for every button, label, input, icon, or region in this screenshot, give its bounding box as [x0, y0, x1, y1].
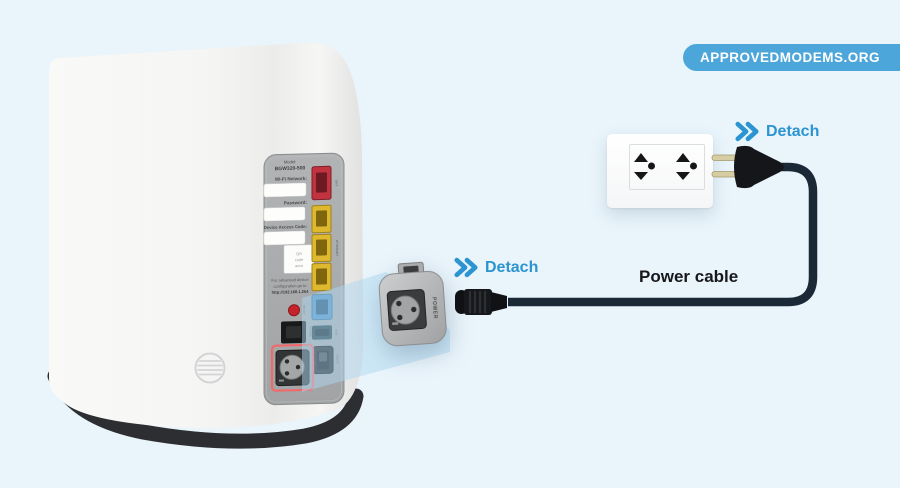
advanced-note-url: http://192.168.1.254: [272, 289, 309, 295]
wall-outlet: [607, 134, 713, 208]
svg-text:QR: QR: [296, 252, 302, 256]
device-access-strip: [263, 230, 306, 246]
rear-panel: Model: BGW320-500 Wi-Fi Network: Passwor…: [263, 152, 345, 406]
outlet-socket-right: [676, 153, 697, 180]
svg-text:RESET: RESET: [302, 305, 306, 315]
plug-prong: [711, 171, 740, 178]
barrel-connector: [455, 289, 507, 315]
svg-text:code: code: [295, 258, 303, 262]
power-port-callout: POWER: [378, 261, 447, 347]
reset-button: RESET: [288, 304, 306, 317]
password-strip: [263, 206, 306, 222]
brand-badge-label: APPROVEDMODEMS.ORG: [699, 50, 880, 65]
double-chevron-right-icon: [735, 121, 759, 142]
advanced-note-line2: configuration go to: [274, 283, 308, 289]
advanced-note-line1: For advanced device: [271, 277, 309, 283]
device-access-label: Device Access Code:: [264, 224, 308, 230]
brand-badge: APPROVEDMODEMS.ORG: [682, 44, 900, 71]
phone-port: PHONE: [281, 320, 313, 344]
svg-text:ONT: ONT: [335, 180, 339, 187]
detach-label: Detach: [766, 122, 820, 140]
router-illustration: Model: BGW320-500 Wi-Fi Network: Passwor…: [47, 42, 364, 449]
att-logo: [194, 352, 226, 384]
svg-text:ETHERNET: ETHERNET: [335, 240, 339, 256]
plug-prong: [711, 154, 740, 161]
svg-text:USB: USB: [335, 329, 339, 335]
svg-text:PHONE: PHONE: [309, 326, 313, 337]
plug-prongs: [711, 154, 740, 178]
power-cable-label: Power cable: [639, 267, 739, 286]
svg-text:area: area: [295, 264, 303, 268]
model-label: Model:: [284, 159, 297, 164]
detach-annotation-outlet: Detach: [735, 121, 819, 142]
model-value: BGW320-500: [275, 165, 306, 172]
double-chevron-right-icon: [454, 257, 478, 278]
blue-ethernet-port: [311, 293, 333, 321]
ont-port: ONT: [311, 165, 339, 201]
power-plug: [734, 145, 784, 189]
power-port-callout-socket: [386, 289, 427, 331]
svg-text:ON/OFF: ON/OFF: [336, 354, 340, 364]
detach-annotation-power: Detach: [454, 257, 538, 278]
outlet-socket-left: [634, 153, 655, 180]
password-label: Password:: [284, 200, 308, 206]
wifi-label: Wi-Fi Network:: [275, 176, 308, 182]
wifi-name-strip: [263, 182, 307, 198]
outlet-sockets: [634, 153, 697, 180]
qr-code-area: QR code area: [283, 244, 315, 274]
detach-label: Detach: [485, 258, 539, 276]
